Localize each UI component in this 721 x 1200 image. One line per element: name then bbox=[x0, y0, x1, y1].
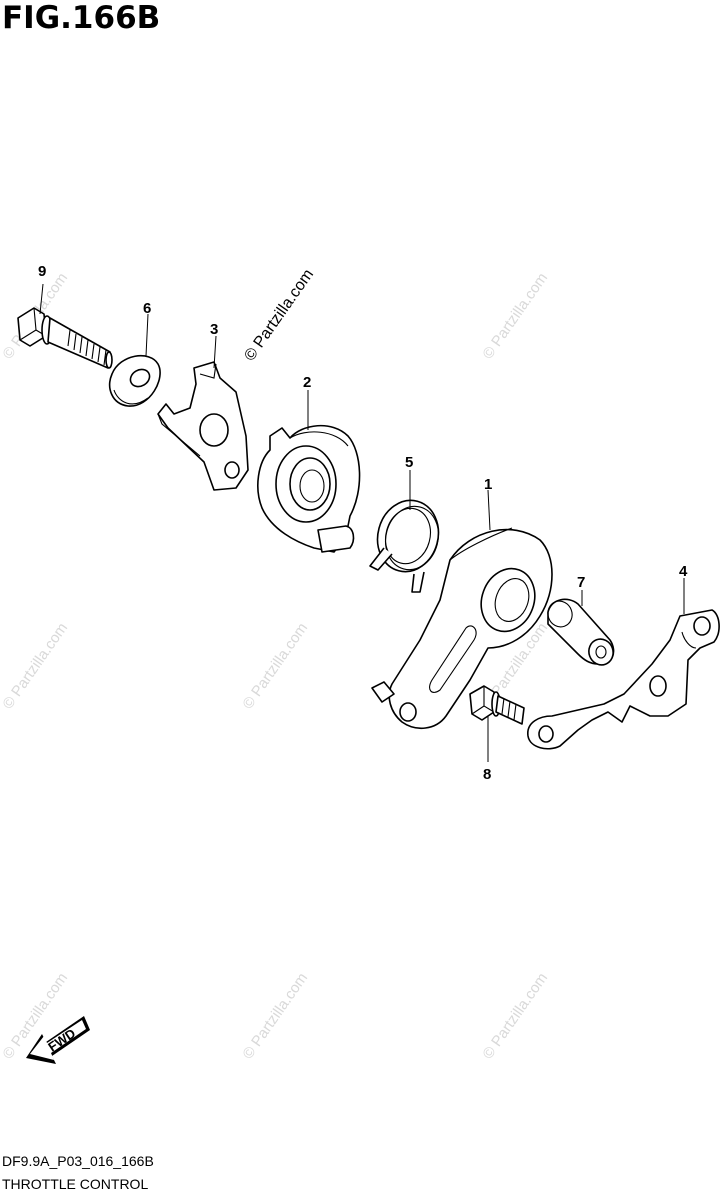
callout-8: 8 bbox=[483, 766, 491, 783]
leader-line-6 bbox=[145, 313, 149, 357]
leader-line-3 bbox=[213, 335, 217, 369]
figure-title: FIG.166B bbox=[2, 0, 161, 36]
callout-2: 2 bbox=[303, 374, 311, 391]
callout-1: 1 bbox=[484, 476, 492, 493]
leader-line-1 bbox=[487, 489, 491, 531]
callout-4: 4 bbox=[679, 563, 688, 580]
watermark-faint: © Partzilla.com bbox=[479, 970, 551, 1063]
leader-line-9 bbox=[39, 283, 44, 315]
watermark-faint: © Partzilla.com bbox=[239, 620, 311, 713]
part-6-washer bbox=[108, 355, 161, 407]
watermark-faint: © Partzilla.com bbox=[0, 620, 71, 713]
callout-7: 7 bbox=[577, 574, 585, 591]
callout-5: 5 bbox=[405, 454, 413, 471]
part-9-bolt bbox=[17, 307, 113, 369]
part-7-sleeve bbox=[547, 598, 615, 666]
callout-9: 9 bbox=[38, 263, 46, 280]
diagram-code: DF9.9A_P03_016_166B bbox=[2, 1153, 154, 1169]
part-1-lever bbox=[371, 527, 553, 729]
watermark-faint: © Partzilla.com bbox=[479, 270, 551, 363]
part-3-bracket bbox=[157, 361, 249, 491]
part-2-housing bbox=[257, 424, 361, 553]
part-8-bolt bbox=[469, 685, 525, 725]
watermark-faint: © Partzilla.com bbox=[239, 970, 311, 1063]
watermark-main: © Partzilla.com bbox=[241, 266, 317, 364]
diagram-caption: THROTTLE CONTROL bbox=[2, 1176, 149, 1192]
callout-6: 6 bbox=[143, 300, 151, 317]
part-4-link bbox=[527, 609, 720, 750]
callout-3: 3 bbox=[210, 321, 218, 338]
part-5-spring bbox=[369, 499, 440, 593]
